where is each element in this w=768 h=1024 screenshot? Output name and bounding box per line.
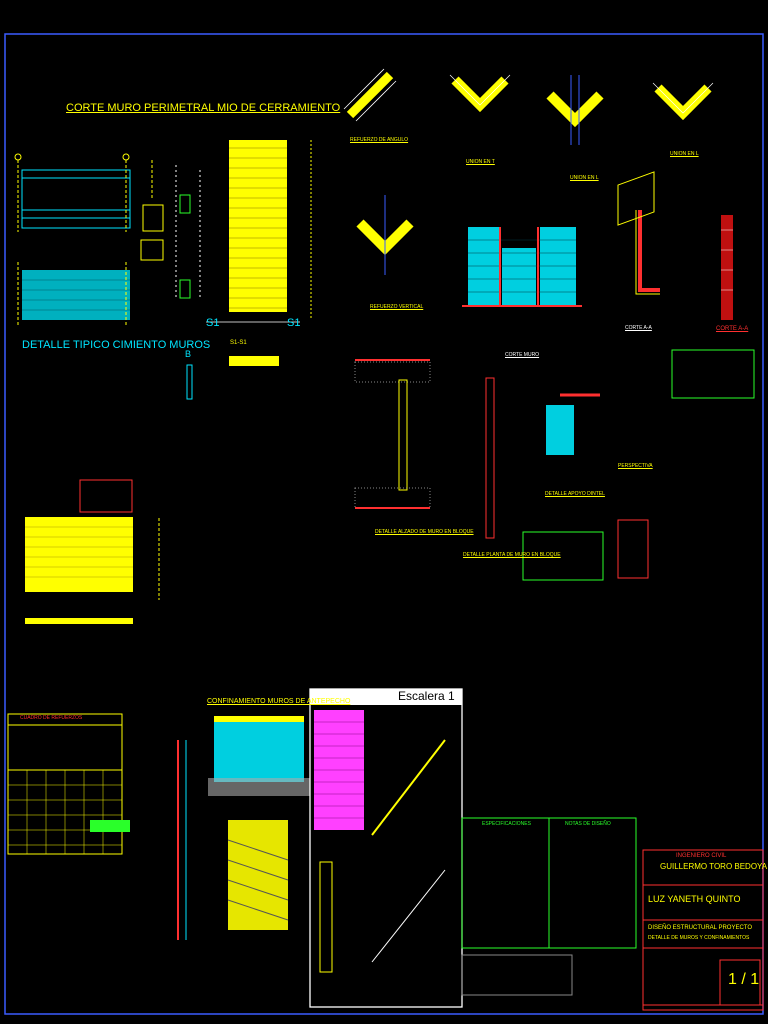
label-perspectiva: PERSPECTIVA [618, 463, 653, 469]
title-block [642, 849, 764, 1011]
stair-title: Escalera 1 [398, 689, 455, 703]
section-mark-1: S1 [206, 317, 220, 329]
label-refuerzo-vertical: REFUERZO VERTICAL [370, 304, 424, 310]
wall-elevation-detail [14, 153, 131, 232]
parapet-confinement-detail [177, 716, 310, 940]
sheet-number: 1 / 1 [728, 971, 760, 988]
label-corte-a: CORTE A-A [716, 326, 749, 332]
title-block-line2: GUILLERMO TORO BEDOYA [660, 862, 768, 871]
label-notas: NOTAS DE DISEÑO [565, 821, 611, 827]
label-cuadro: CUADRO DE REFUERZOS [20, 715, 83, 721]
foundation-plan-detail [17, 262, 130, 326]
title-block-line5: DETALLE DE MUROS Y CONFINAMIENTOS [648, 935, 750, 941]
block-wall-panel [25, 479, 160, 624]
title-block-line4: DISEÑO ESTRUCTURAL PROYECTO [648, 925, 753, 931]
corner-details-row [343, 68, 714, 275]
label-corte-muro: CORTE MURO [505, 352, 540, 358]
stepped-block-wall [462, 227, 582, 307]
stair-detail [309, 688, 463, 1008]
reinforcement-table [7, 713, 130, 855]
label-union-l: UNION EN L [570, 175, 599, 181]
block-wall-section-middle [354, 171, 655, 581]
section-mark-b: B [185, 349, 192, 359]
label-corte-b: CORTE A-A [625, 325, 652, 331]
section-mark-2: S1 [287, 317, 301, 329]
title-block-line3: LUZ YANETH QUINTO [648, 894, 741, 904]
block-wall-elevation [186, 140, 312, 400]
label-union-l2: UNION EN L [670, 151, 699, 157]
label-detalle-alzado: DETALLE ALZADO DE MURO EN BLOQUE [375, 529, 474, 535]
label-detalle-planta: DETALLE PLANTA DE MURO EN BLOQUE [463, 552, 561, 558]
wall-title: CORTE MURO PERIMETRAL MIO DE CERRAMIENTO [66, 102, 341, 114]
foundation-title: DETALLE TIPICO CIMIENTO MUROS [22, 339, 211, 351]
column-section-detail [140, 160, 201, 300]
label-detalle-apoyo: DETALLE APOYO DINTEL [545, 491, 605, 497]
label-especificaciones: ESPECIFICACIONES [482, 821, 531, 827]
section-label-small: S1-S1 [230, 340, 247, 346]
label-refuerzo-angulo: REFUERZO DE ANGULO [350, 137, 409, 143]
wall-section-details [635, 210, 755, 399]
title-block-line1: INGENIERO CIVIL [676, 853, 727, 859]
confinement-title: CONFINAMIENTO MUROS DE ANTEPECHO [207, 698, 351, 705]
specifications-box [461, 817, 637, 996]
label-union-t: UNION EN T [466, 159, 495, 165]
